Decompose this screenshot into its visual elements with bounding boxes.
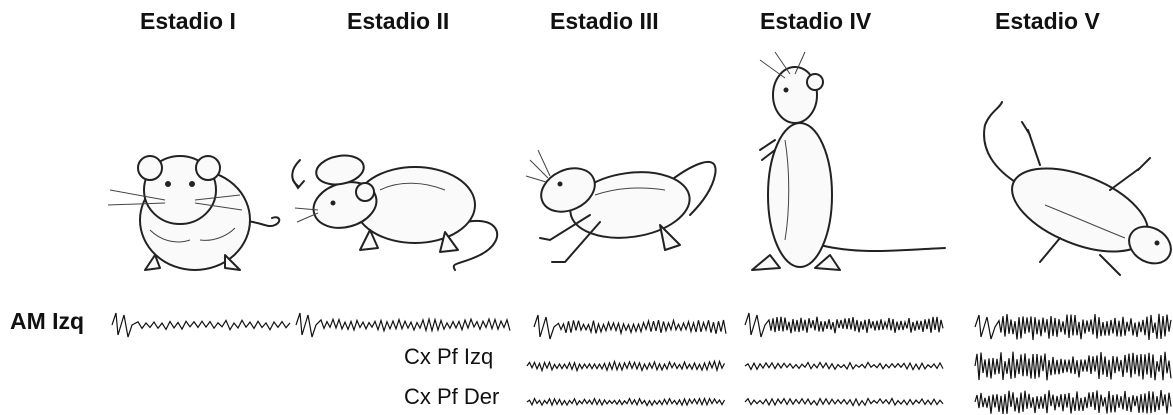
cx-pf-izq-trace-stage-4	[745, 362, 943, 369]
rat-stage-2-illustration	[292, 152, 497, 270]
rat-stage-4-illustration	[752, 52, 945, 270]
am-izq-trace-stage-1	[112, 313, 290, 337]
rat-stage-1-illustration	[108, 156, 279, 270]
eeg-traces	[112, 313, 1171, 414]
cx-pf-der-trace-stage-5	[975, 390, 1171, 414]
trace-label-am-izq: AM Izq	[10, 308, 84, 335]
rat-stage-3-illustration	[526, 150, 716, 262]
trace-label-cx-pf-der: Cx Pf Der	[404, 384, 499, 410]
cx-pf-der-trace-stage-4	[745, 399, 943, 406]
trace-label-cx-pf-izq: Cx Pf Izq	[404, 344, 493, 370]
am-izq-trace-stage-5	[975, 314, 1171, 340]
cx-pf-izq-trace-stage-5	[975, 352, 1171, 381]
am-izq-trace-stage-4	[745, 313, 943, 337]
am-izq-trace-stage-3	[534, 315, 726, 339]
rat-stage-5-illustration	[984, 102, 1173, 275]
am-izq-trace-stage-2	[296, 313, 510, 337]
cx-pf-der-trace-stage-3	[527, 399, 725, 406]
cx-pf-izq-trace-stage-3	[527, 361, 725, 370]
